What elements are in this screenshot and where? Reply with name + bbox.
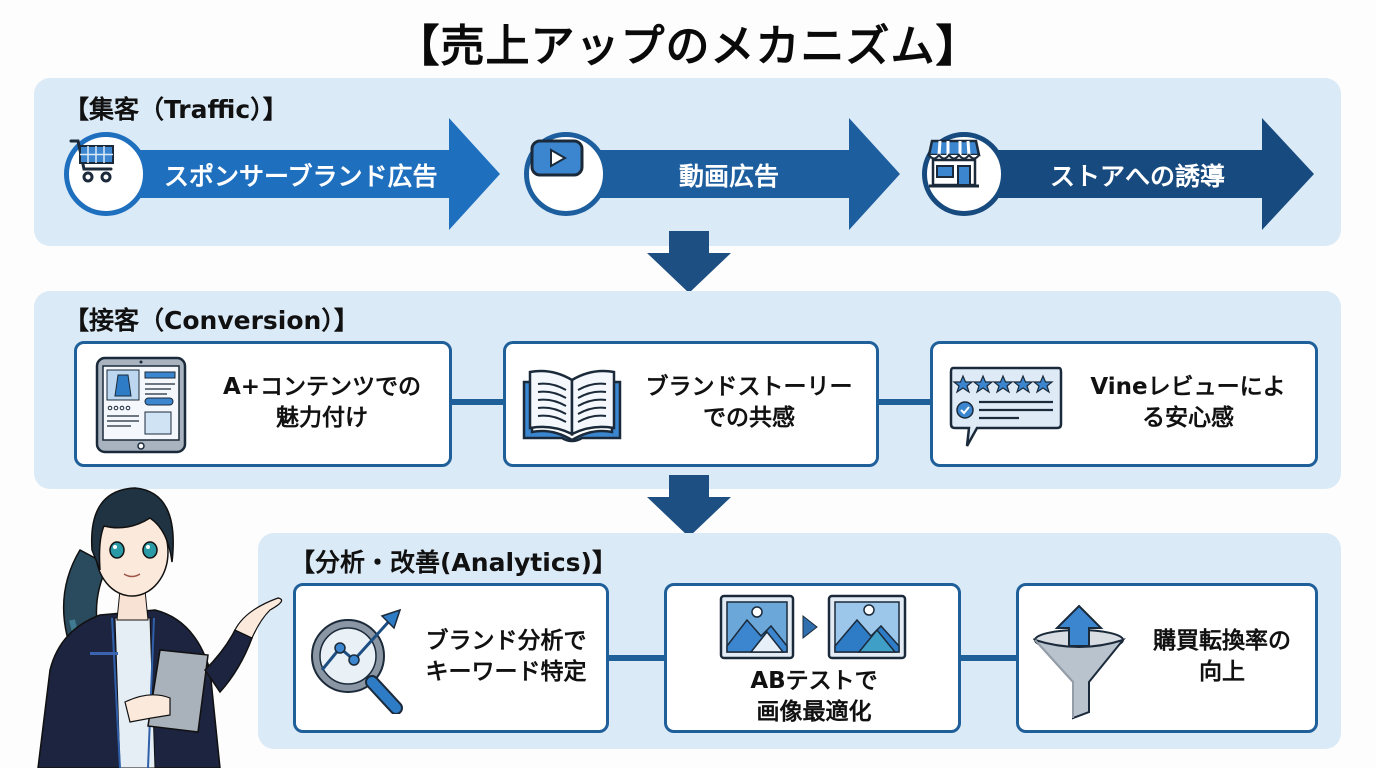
page-title: 【売上アップのメカニズム】: [395, 21, 981, 72]
card-text-line: Vineレビューによ: [1090, 374, 1286, 400]
arrow-shape: [584, 118, 900, 230]
analytics-section-label: 【分析・改善(Analytics)】: [290, 548, 617, 577]
open-book-icon: [522, 368, 622, 448]
shopping-cart-icon: [64, 132, 148, 216]
card-connector: [958, 655, 1020, 661]
video-play-icon: [524, 132, 608, 216]
presenter-woman-illustration: [20, 470, 290, 768]
card-text-line: 購買転換率の: [1153, 628, 1291, 654]
analytics-card-text: 購買転換率の 向上: [1127, 626, 1317, 688]
traffic-step-label: ストアへの誘導: [1050, 162, 1226, 191]
traffic-step-label: 動画広告: [679, 162, 780, 191]
traffic-step-video-ads: 動画広告: [524, 116, 904, 232]
traffic-section: 【集客（Traffic）】 スポンサーブランド広告 動画広告: [34, 78, 1341, 246]
conversion-section: 【接客（Conversion）】 A+コンテンツでの 魅力付け: [34, 291, 1341, 489]
analytics-card-brand-analytics: ブランド分析で キーワード特定: [293, 583, 609, 733]
card-connector: [606, 655, 666, 661]
traffic-step-label: スポンサーブランド広告: [164, 162, 438, 191]
card-text-line: 向上: [1199, 659, 1245, 686]
analytics-card-text: ABテストで 画像最適化: [687, 666, 941, 728]
traffic-section-label: 【集客（Traffic）】: [64, 95, 288, 124]
card-text-line: A+コンテンツでの: [222, 374, 422, 400]
card-connector: [450, 399, 506, 405]
star-review-icon: [949, 366, 1063, 454]
ab-image-test-icon: [719, 594, 909, 664]
conversion-card-text: Vineレビューによ る安心感: [1065, 372, 1311, 434]
card-text-line: る安心感: [1142, 405, 1234, 432]
arrow-shape: [982, 118, 1314, 230]
funnel-up-arrow-icon: [1031, 604, 1133, 724]
conversion-section-label: 【接客（Conversion）】: [64, 306, 359, 335]
card-text-line: キーワード特定: [425, 659, 587, 686]
card-connector: [876, 399, 932, 405]
traffic-step-store-navigation: ストアへの誘導: [922, 116, 1322, 232]
analytics-card-conversion-rate: 購買転換率の 向上: [1016, 583, 1318, 733]
flow-down-arrow: [645, 231, 733, 299]
conversion-card-vine-review: Vineレビューによ る安心感: [930, 341, 1318, 467]
down-arrow-icon: [647, 475, 731, 537]
magnifier-chart-icon: [308, 608, 408, 718]
card-text-line: 魅力付け: [276, 405, 368, 432]
flow-down-arrow: [645, 475, 733, 543]
conversion-card-text: ブランドストーリー での共感: [624, 372, 874, 434]
card-text-line: での共感: [703, 405, 795, 432]
analytics-card-text: ブランド分析で キーワード特定: [406, 626, 606, 688]
analytics-section: 【分析・改善(Analytics)】 ブランド分析で キーワード特定: [258, 533, 1341, 749]
card-text-line: ブランドストーリー: [645, 374, 853, 400]
conversion-card-aplus: A+コンテンツでの 魅力付け: [74, 341, 452, 467]
storefront-icon: [922, 132, 1006, 216]
down-arrow-icon: [647, 231, 731, 293]
card-text-line: ABテストで: [750, 668, 878, 694]
analytics-card-ab-test: ABテストで 画像最適化: [664, 583, 961, 733]
traffic-step-sponsored-brands: スポンサーブランド広告: [64, 116, 504, 232]
conversion-card-brand-story: ブランドストーリー での共感: [503, 341, 879, 467]
conversion-card-text: A+コンテンツでの 魅力付け: [197, 372, 447, 434]
card-text-line: 画像最適化: [756, 699, 872, 726]
arrow-shape: [124, 118, 500, 230]
tablet-product-page-icon: [95, 356, 187, 458]
card-text-line: ブランド分析で: [425, 628, 587, 654]
